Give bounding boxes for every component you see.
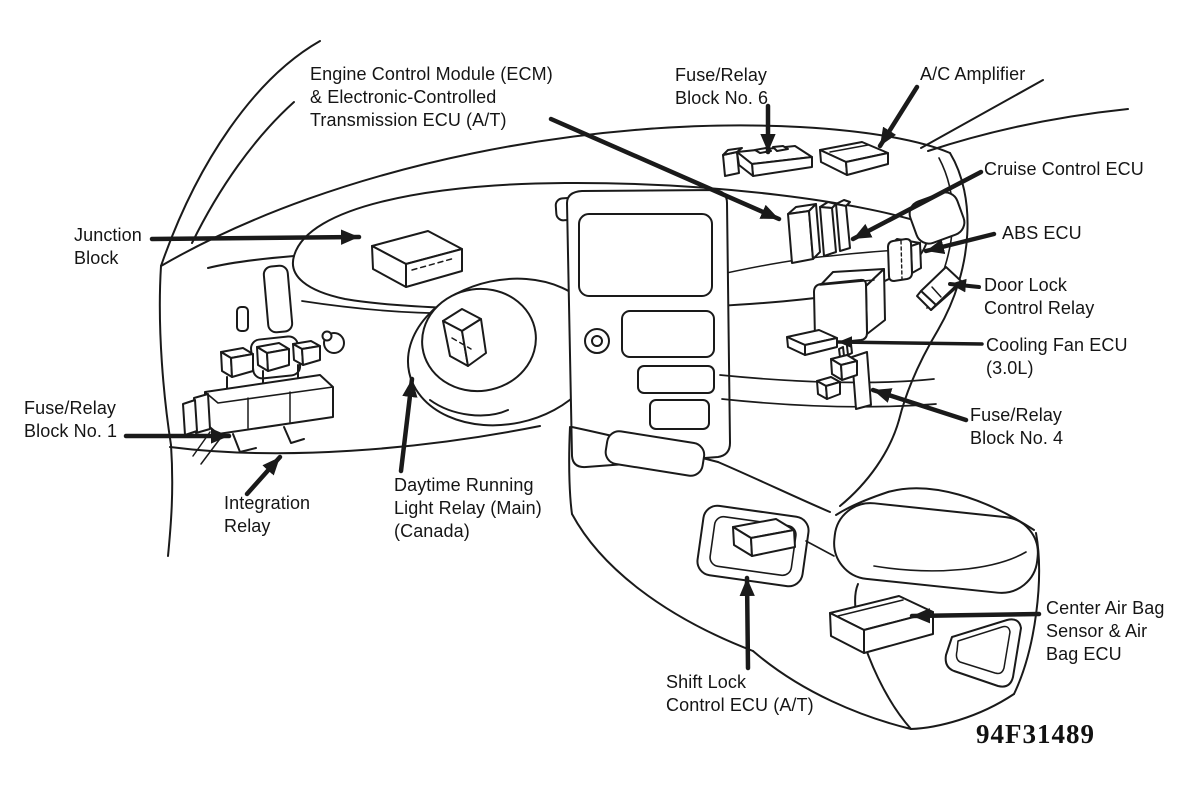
label-drl-relay: Daytime Running Light Relay (Main) (Cana… [394, 475, 542, 541]
shift-lock-ecu-box [732, 518, 796, 557]
figure-number: 94F31489 [976, 719, 1095, 749]
label-airbag: Center Air Bag Sensor & Air Bag ECU [1046, 598, 1165, 664]
label-fuse-relay-4: Fuse/Relay Block No. 4 [970, 405, 1064, 448]
large-ecu-box [813, 268, 886, 346]
ac-amplifier-box [819, 141, 889, 176]
cooling-fan-arrow [836, 336, 984, 349]
ecm-box [787, 199, 851, 264]
cooling-fan-ecu-box [786, 329, 838, 356]
fuse-relay-block-1-assembly [182, 340, 334, 465]
label-shift-lock: Shift Lock Control ECU (A/T) [666, 672, 814, 715]
label-integration-relay: Integration Relay [224, 493, 311, 536]
label-ecm: Engine Control Module (ECM) & Electronic… [310, 64, 553, 130]
fuse-relay-block-4-assembly [816, 343, 872, 410]
junction-block-arrow [149, 229, 362, 245]
drl-relay-box [442, 308, 487, 367]
drl-relay-arrow [398, 376, 418, 474]
door-lock-arrow [948, 278, 981, 293]
door-lock-relay-box [916, 266, 962, 311]
label-fuse-relay-1: Fuse/Relay Block No. 1 [24, 398, 118, 441]
label-door-lock: Door Lock Control Relay [984, 275, 1095, 318]
airbag-ecu-box [829, 595, 934, 654]
abs-ecu-box [887, 238, 922, 282]
ac-amplifier-arrow [877, 84, 920, 149]
ecm-arrow [548, 116, 782, 222]
a-pillar-lines [160, 40, 321, 267]
abs-ecu-arrow [923, 231, 997, 255]
leader-arrows [123, 84, 1042, 671]
center-stack [554, 189, 731, 469]
cruise-control-arrow [850, 169, 984, 242]
label-fuse-relay-6: Fuse/Relay Block No. 6 [675, 65, 769, 108]
label-cooling-fan: Cooling Fan ECU (3.0L) [986, 335, 1128, 378]
fuse-relay-block-6-box [722, 145, 813, 177]
label-ac-amplifier: A/C Amplifier [920, 64, 1026, 84]
integration-relay-arrow [244, 454, 283, 497]
label-cruise-control: Cruise Control ECU [984, 159, 1144, 179]
airbag-arrow [909, 608, 1042, 624]
label-abs-ecu: ABS ECU [1002, 223, 1082, 243]
fuse-relay-4-arrow [870, 387, 969, 423]
junction-block-box [371, 230, 463, 288]
label-junction-block: Junction Block [74, 225, 142, 268]
shift-lock-arrow [739, 575, 755, 671]
console-armrest [833, 502, 1039, 594]
